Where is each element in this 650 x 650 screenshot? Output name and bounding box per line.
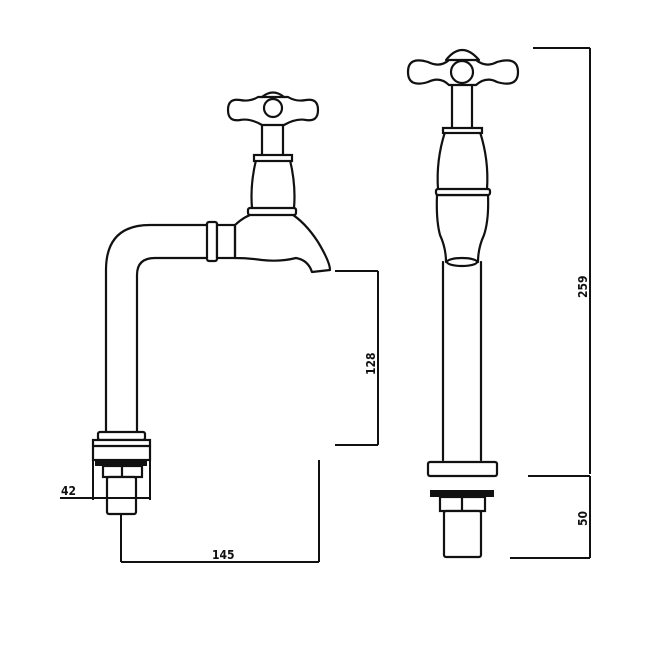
dimension-overall-height: 259 (533, 47, 591, 474)
dimension-projection: 145 (120, 460, 320, 563)
dimension-label-128: 128 (364, 352, 378, 375)
dimension-spout-height: 128 (335, 270, 379, 446)
dimension-label-50: 50 (576, 511, 590, 526)
bib-tap-side-view (91, 91, 332, 516)
pillar-tap-front-view (406, 48, 520, 559)
dimension-base-width: 42 (60, 460, 151, 500)
dimension-label-259: 259 (576, 275, 590, 298)
dimension-label-145: 145 (212, 548, 235, 562)
dimension-label-42: 42 (61, 484, 76, 498)
dimension-tail-length: 50 (510, 475, 591, 559)
